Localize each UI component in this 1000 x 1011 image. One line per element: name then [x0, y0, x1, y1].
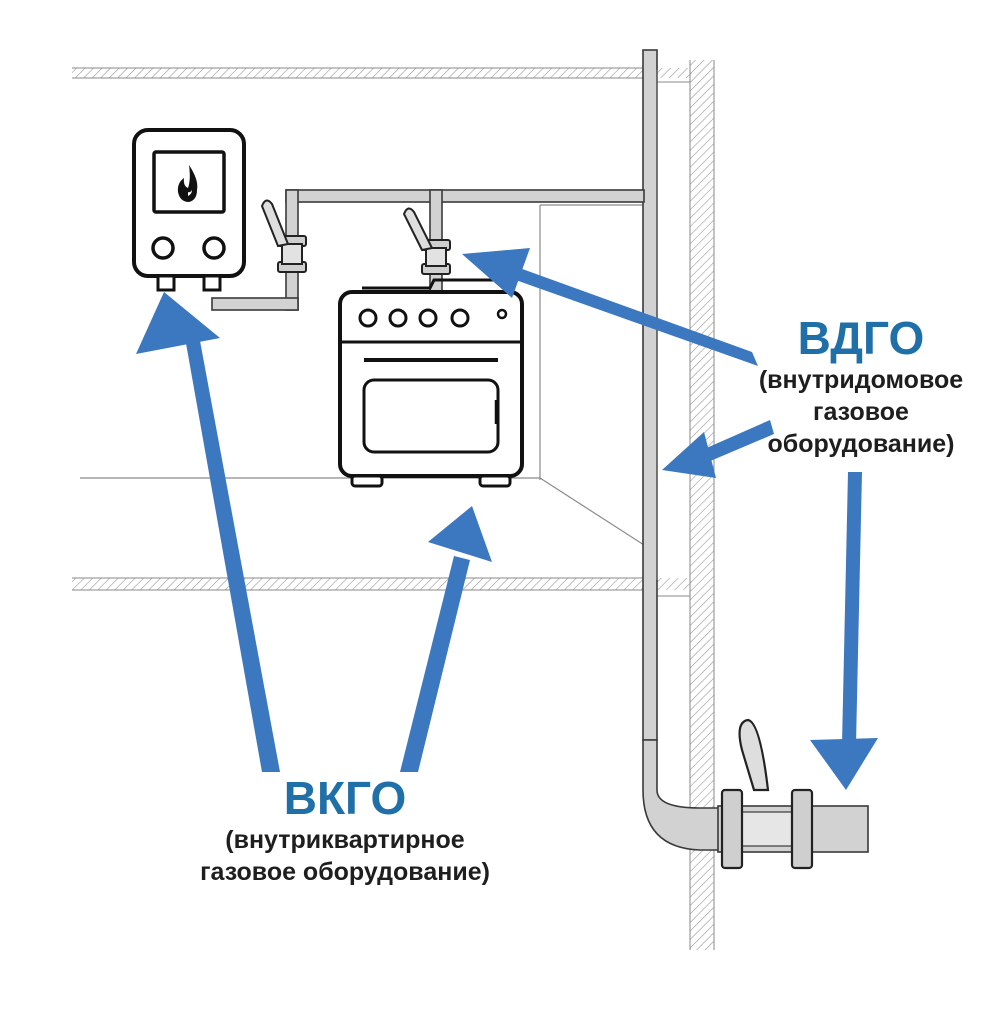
arrow-vkgo-heater: [136, 292, 280, 772]
vkgo-label: ВКГО (внутриквартирное газовое оборудова…: [170, 772, 520, 888]
floor-slab: [72, 577, 644, 591]
stove-valve-icon[interactable]: [402, 207, 451, 275]
ceiling-slab: [72, 67, 644, 79]
arrow-vdgo-riser: [662, 420, 774, 478]
arrow-vkgo-stove: [400, 506, 492, 772]
arrow-vdgo-valve: [462, 248, 758, 366]
vdgo-desc-line2: газовое: [813, 398, 909, 426]
vdgo-abbr: ВДГО: [797, 312, 925, 364]
flame-icon: [177, 165, 198, 202]
gas-water-heater: [132, 128, 246, 292]
vkgo-desc-line1: (внутриквартирное: [225, 826, 465, 854]
heater-valve-icon[interactable]: [260, 199, 307, 273]
gas-riser-pipe: [642, 49, 721, 851]
main-valve-icon[interactable]: [720, 718, 814, 870]
vkgo-desc-line2: газовое оборудование): [200, 858, 490, 886]
gas-stove-icon: [338, 278, 524, 488]
arrow-vdgo-main: [810, 472, 878, 790]
vkgo-abbr: ВКГО: [283, 772, 407, 824]
arrows: [136, 248, 878, 790]
vdgo-desc-line1: (внутридомовое: [758, 366, 964, 394]
vdgo-label: ВДГО (внутридомовое газовое оборудование…: [722, 312, 1000, 460]
vdgo-desc-line3: оборудование): [767, 430, 955, 458]
